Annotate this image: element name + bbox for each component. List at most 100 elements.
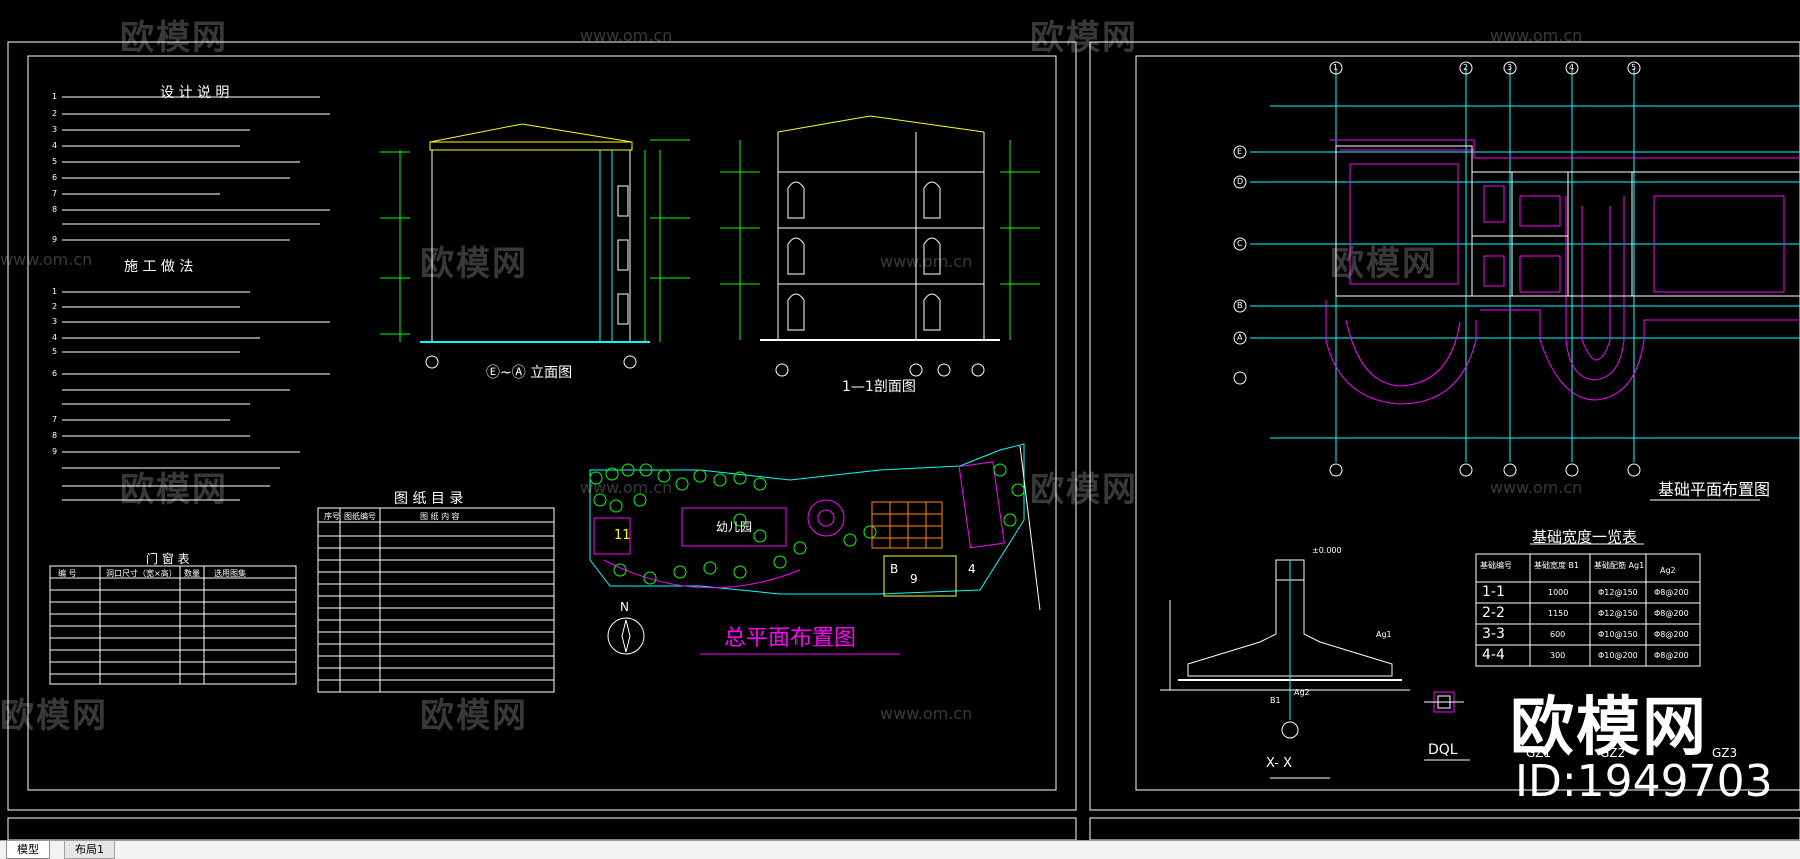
table-row-ag1: Φ10@200 bbox=[1598, 651, 1638, 660]
watermark-logo: 欧模网 bbox=[1030, 18, 1138, 58]
design-notes-lines bbox=[62, 96, 330, 241]
watermark-url: www.om.cn bbox=[1490, 26, 1583, 45]
table-row-ag1: Φ12@150 bbox=[1598, 588, 1638, 597]
construction-number: 1 bbox=[52, 287, 58, 296]
door-header-code: 编 号 bbox=[58, 569, 77, 578]
door-header-qty: 数量 bbox=[184, 569, 200, 578]
watermark-logo: 欧模网 bbox=[0, 696, 108, 736]
grid-left-label: E bbox=[1237, 147, 1243, 156]
construction-number: 4 bbox=[52, 333, 58, 342]
table-row-id: 1-1 bbox=[1482, 584, 1505, 600]
building-label-kindergarten: 幼儿园 bbox=[716, 520, 753, 534]
construction-number: 8 bbox=[52, 431, 58, 440]
watermark-logo: 欧模网 bbox=[120, 470, 228, 510]
note-number: 1 bbox=[52, 92, 58, 101]
watermark-brand-large: 欧模网 bbox=[1510, 691, 1708, 765]
drawing-index-table bbox=[317, 507, 555, 693]
right-sheet-frame bbox=[1089, 41, 1800, 840]
table-row-b1: 600 bbox=[1550, 630, 1566, 639]
ag1-label: Ag1 bbox=[1376, 630, 1392, 639]
table-header-ag2: Ag2 bbox=[1660, 566, 1676, 575]
construction-lines bbox=[62, 291, 330, 501]
elevation-drawing bbox=[380, 123, 690, 369]
table-row-b1: 1150 bbox=[1548, 609, 1569, 618]
grid-top-label: 4 bbox=[1569, 63, 1575, 72]
table-row-id: 2-2 bbox=[1482, 605, 1505, 621]
note-number: 3 bbox=[52, 125, 58, 134]
grid-left-label: D bbox=[1237, 177, 1244, 186]
grid-left-label: B bbox=[1237, 301, 1243, 310]
door-header-size: 洞口尺寸（宽×高） bbox=[106, 569, 177, 578]
note-number: 2 bbox=[52, 109, 58, 118]
cad-model-space[interactable]: 设 计 说 明 施 工 做 法 门 窗 表 图 纸 目 录 Ⓔ~Ⓐ 立面图 1—… bbox=[0, 0, 1800, 840]
grid-top-label: 2 bbox=[1463, 63, 1469, 72]
foundation-width-table bbox=[1475, 543, 1701, 667]
watermark-model-id: ID:1949703 bbox=[1515, 756, 1773, 807]
grid-left-label: C bbox=[1237, 239, 1243, 248]
building-label-4: 4 bbox=[968, 562, 976, 576]
watermark-url: www.om.cn bbox=[0, 250, 93, 269]
construction-number: 3 bbox=[52, 317, 58, 326]
north-arrow-label: N bbox=[620, 600, 629, 614]
watermark-logo: 欧模网 bbox=[120, 18, 228, 58]
b1-label: B1 bbox=[1270, 696, 1281, 705]
elevation-title: Ⓔ~Ⓐ 立面图 bbox=[486, 365, 573, 381]
table-row-id: 3-3 bbox=[1482, 626, 1505, 642]
table-row-ag1: Φ10@150 bbox=[1598, 630, 1638, 639]
door-window-table-title: 门 窗 表 bbox=[146, 552, 190, 566]
grid-top-label: 1 bbox=[1333, 63, 1339, 72]
table-row-b1: 300 bbox=[1550, 651, 1566, 660]
site-plan-title: 总平面布置图 bbox=[724, 626, 857, 651]
table-row-ag2: Φ8@200 bbox=[1654, 651, 1689, 660]
watermark-url: www.om.cn bbox=[880, 704, 973, 723]
tab-model[interactable]: 模型 bbox=[6, 841, 50, 859]
table-row-ag2: Φ8@200 bbox=[1654, 630, 1689, 639]
note-number: 4 bbox=[52, 141, 58, 150]
design-notes-title: 设 计 说 明 bbox=[160, 85, 230, 101]
left-sheet-frame bbox=[7, 41, 1077, 840]
foundation-plan-drawing bbox=[1233, 61, 1800, 501]
section-title: 1—1剖面图 bbox=[842, 379, 916, 395]
building-label-b: B bbox=[890, 562, 899, 576]
table-header-id: 基础编号 bbox=[1480, 561, 1512, 570]
door-header-atlas: 选用图集 bbox=[214, 569, 246, 578]
table-row-ag1: Φ12@150 bbox=[1598, 609, 1638, 618]
cad-drawing-svg bbox=[7, 41, 1800, 840]
ag2-label: Ag2 bbox=[1294, 688, 1310, 697]
layout-tab-bar: 模型 布局1 bbox=[0, 840, 1800, 859]
watermark-logo: 欧模网 bbox=[1330, 244, 1438, 284]
section-drawing bbox=[720, 115, 1040, 377]
tab-layout1[interactable]: 布局1 bbox=[64, 841, 115, 859]
construction-number: 7 bbox=[52, 415, 58, 424]
section-xx-label: X- X bbox=[1266, 756, 1292, 771]
footing-section-drawing bbox=[1160, 559, 1470, 779]
construction-number: 2 bbox=[52, 302, 58, 311]
gz-label: GZ2 bbox=[1600, 746, 1626, 760]
index-header-no: 序号 bbox=[324, 512, 340, 521]
drawing-index-title: 图 纸 目 录 bbox=[394, 491, 464, 507]
grid-top-label: 3 bbox=[1507, 63, 1513, 72]
foundation-plan-title: 基础平面布置图 bbox=[1658, 480, 1771, 499]
watermark-url: www.om.cn bbox=[880, 252, 973, 271]
table-header-b1: 基础宽度 B1 bbox=[1534, 561, 1580, 570]
elevation-zero-label: ±0.000 bbox=[1312, 546, 1342, 555]
gz-label: GZ3 bbox=[1712, 746, 1738, 760]
construction-method-title: 施 工 做 法 bbox=[124, 259, 194, 275]
construction-number: 6 bbox=[52, 369, 58, 378]
note-number: 7 bbox=[52, 189, 58, 198]
table-header-ag1: 基础配筋 Ag1 bbox=[1594, 561, 1645, 570]
note-number: 6 bbox=[52, 173, 58, 182]
table-row-b1: 1000 bbox=[1548, 588, 1569, 597]
watermark-logo: 欧模网 bbox=[420, 696, 528, 736]
watermark-url: www.om.cn bbox=[580, 478, 673, 497]
grid-top-label: 5 bbox=[1631, 63, 1637, 72]
grid-left-label: A bbox=[1237, 333, 1243, 342]
note-number: 5 bbox=[52, 157, 58, 166]
construction-number: 5 bbox=[52, 347, 58, 356]
gz-label: GZ1 bbox=[1526, 746, 1552, 760]
building-label-11: 11 bbox=[614, 528, 631, 543]
note-number: 8 bbox=[52, 205, 58, 214]
site-plan-drawing bbox=[589, 443, 1041, 655]
note-number: 9 bbox=[52, 235, 58, 244]
construction-number: 9 bbox=[52, 447, 58, 456]
